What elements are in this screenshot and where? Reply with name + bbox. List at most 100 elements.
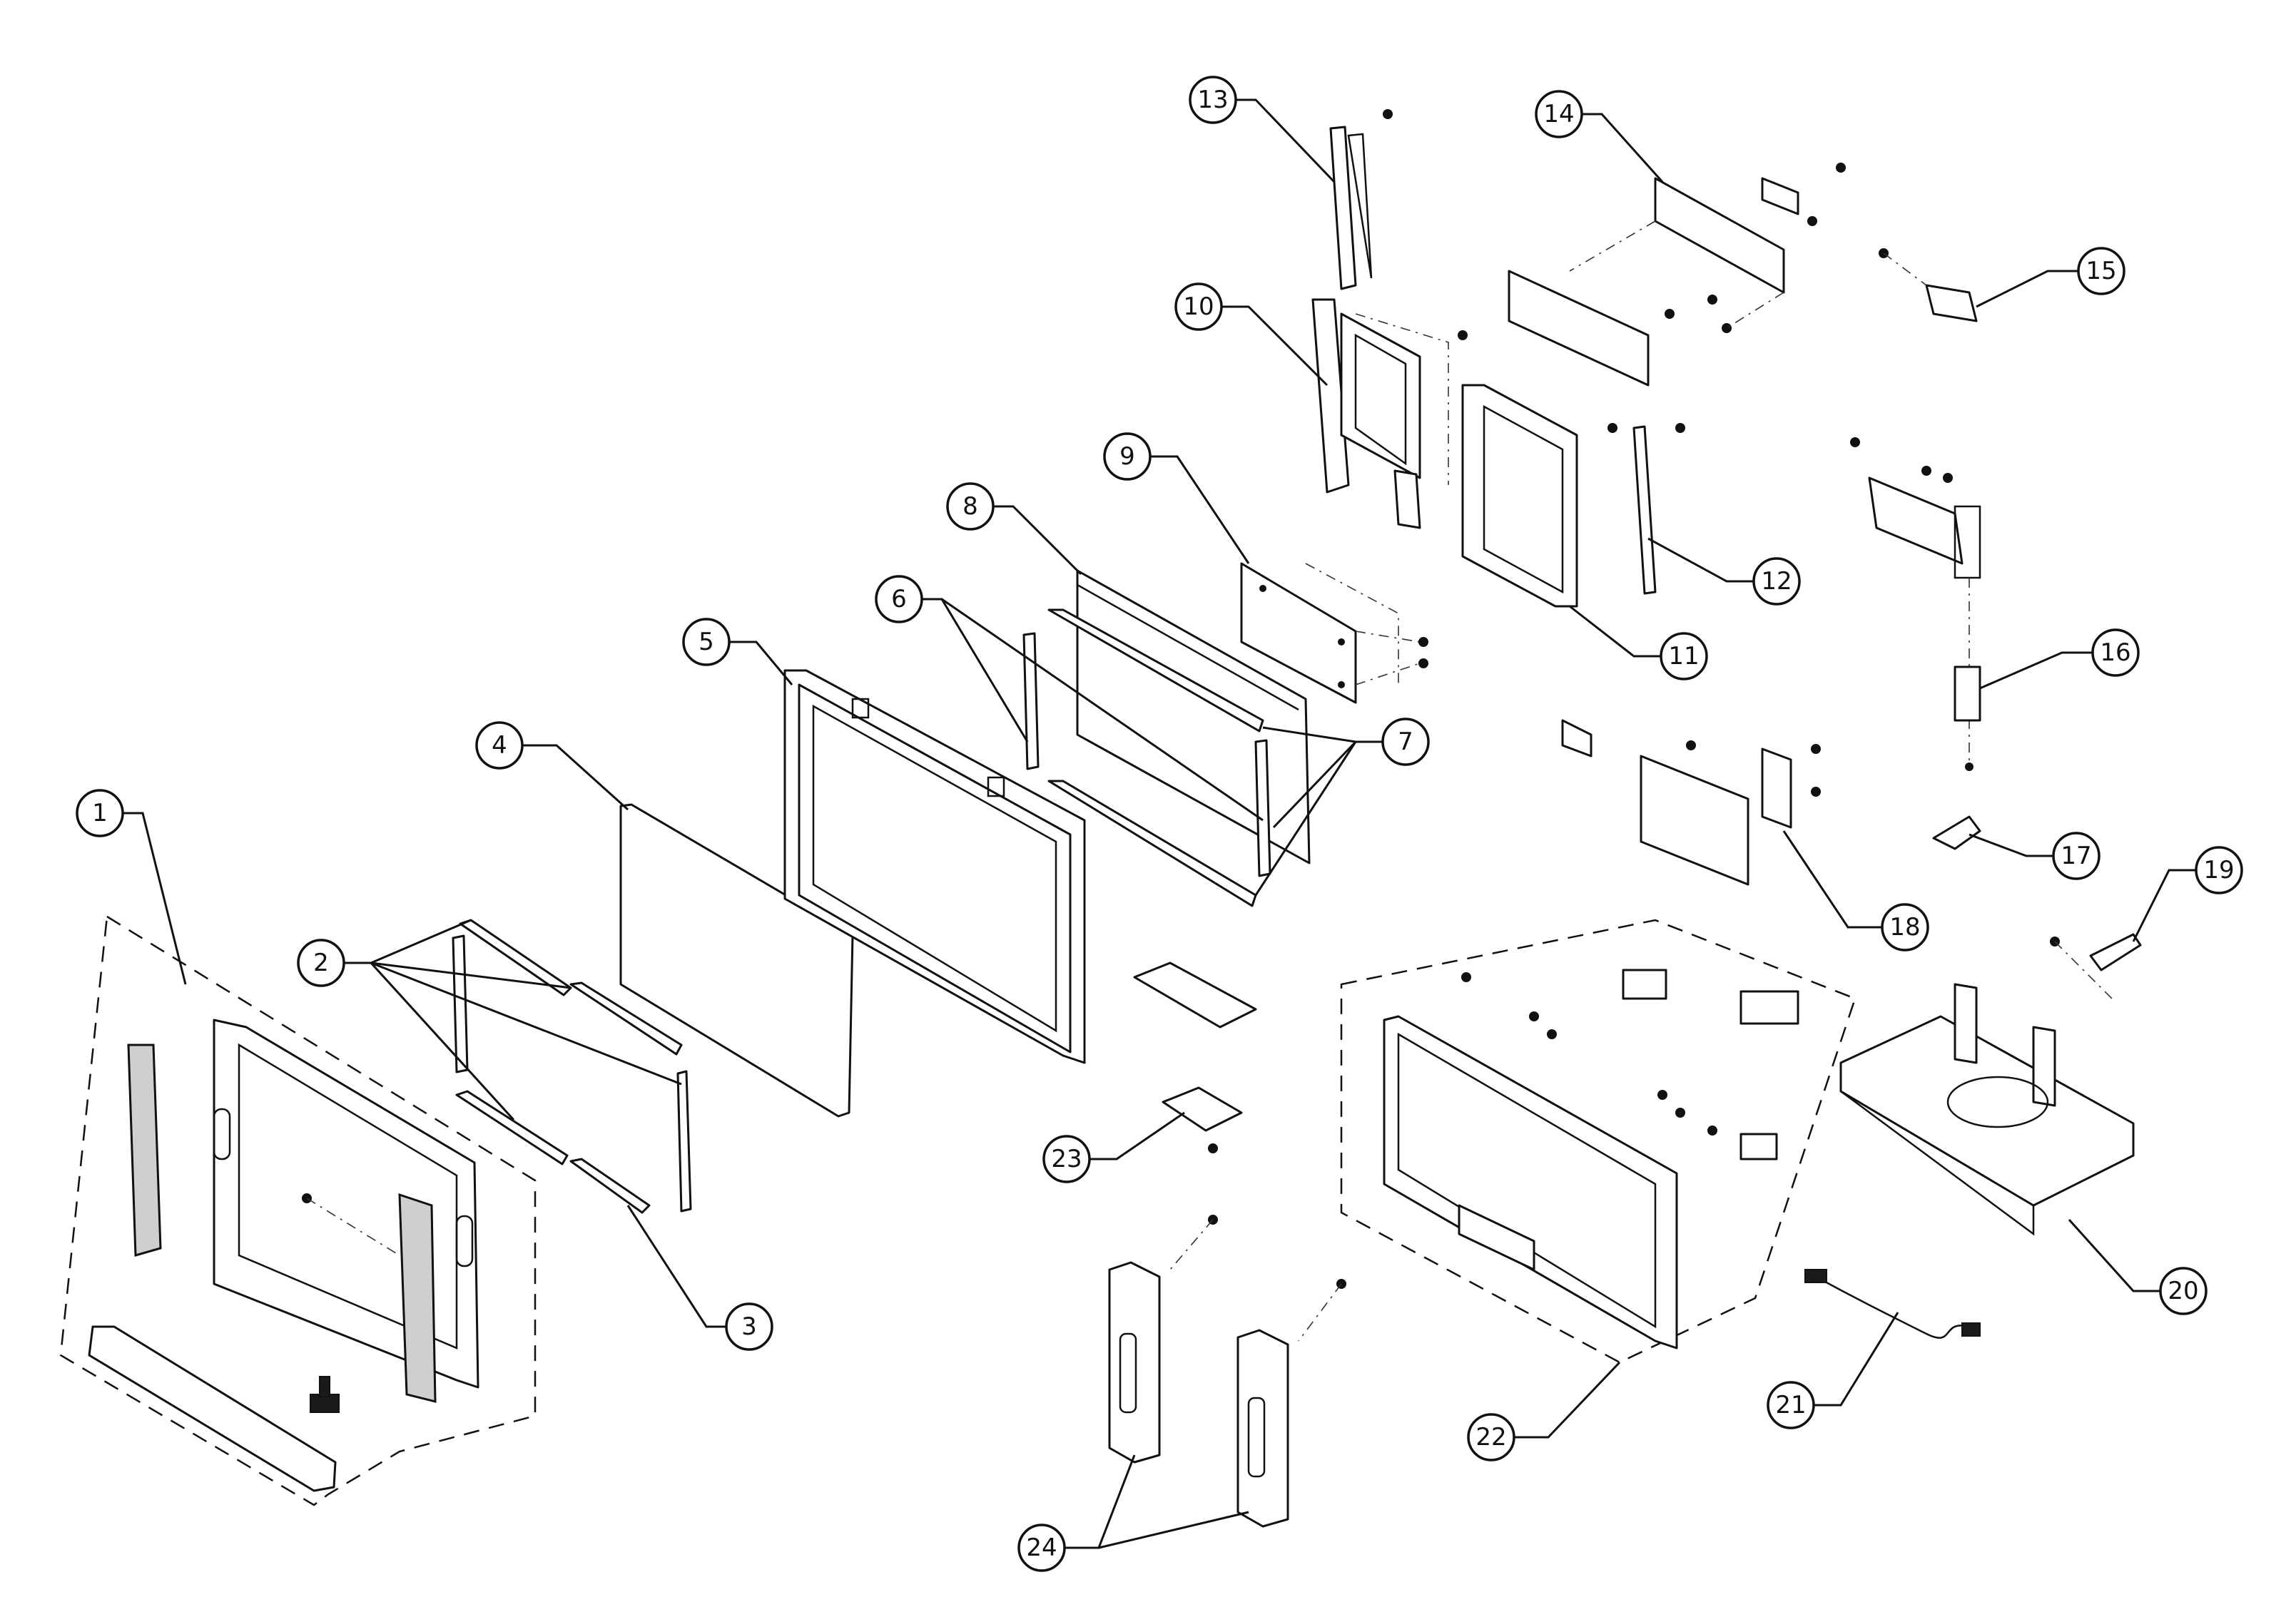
- callout-label: 9: [1119, 442, 1135, 471]
- leader-4: [521, 744, 629, 811]
- right-speaker-grille: [398, 1193, 437, 1403]
- rear-cabinet-22: [1340, 919, 1856, 1364]
- callout-21: 21: [1767, 1381, 1815, 1429]
- stand-assembly: [1839, 933, 2142, 1236]
- bracket-strip-13: [1329, 109, 1393, 290]
- stand-pillar-left: [1954, 983, 1978, 1064]
- leader-15: [1976, 270, 2080, 308]
- callout-label: 10: [1183, 292, 1214, 321]
- pcb-board-9: [1240, 562, 1428, 704]
- callout-24: 24: [1017, 1524, 1066, 1572]
- strip-middle: [455, 1090, 569, 1165]
- leader-7b: [1272, 740, 1357, 829]
- leader-23: [1088, 1111, 1185, 1160]
- side-bracket-16: [1850, 437, 1981, 850]
- leader-16: [1979, 651, 2094, 690]
- bezel-handle-left: [213, 1108, 231, 1160]
- bezel-handle-right: [455, 1215, 474, 1267]
- callout-label: 4: [492, 731, 507, 760]
- leader-1: [121, 812, 187, 985]
- callout-18: 18: [1881, 903, 1929, 951]
- leader-2b: [370, 961, 572, 989]
- callout-label: 5: [699, 628, 714, 656]
- callout-8: 8: [946, 482, 995, 531]
- callout-19: 19: [2195, 846, 2243, 894]
- label: [1739, 990, 1799, 1025]
- gasket-right: [1254, 739, 1271, 877]
- mounting-brackets-23: [1133, 961, 1257, 1153]
- callout-15: 15: [2077, 247, 2125, 295]
- callout-label: 12: [1761, 567, 1792, 596]
- bracket-frame-10: [1311, 298, 1468, 529]
- callout-label: 22: [1475, 1423, 1506, 1452]
- leader-3: [626, 1205, 728, 1328]
- callout-label: 3: [741, 1312, 757, 1341]
- callout-label: 6: [891, 585, 907, 613]
- front-bezel-frame: [213, 1019, 479, 1389]
- left-speaker-grille: [127, 1044, 162, 1257]
- leader-6b: [941, 598, 1264, 822]
- callout-label: 18: [1889, 913, 1920, 942]
- callout-17: 17: [2052, 832, 2101, 880]
- callout-3: 3: [725, 1302, 773, 1351]
- leader-13: [1234, 98, 1336, 183]
- front-cabinet-frame: [783, 669, 1086, 1064]
- stand-foot-17: [1932, 815, 1981, 850]
- callout-label: 19: [2203, 856, 2234, 884]
- leader-17: [1969, 833, 2055, 857]
- assembly-guide: [306, 1198, 400, 1256]
- leader-2c: [370, 961, 515, 1121]
- stand-pillar-right: [2032, 1026, 2056, 1107]
- leader-lines: [121, 98, 2198, 1549]
- strip-top: [459, 919, 572, 996]
- leader-11: [1569, 605, 1662, 658]
- leader-21: [1812, 1312, 1899, 1407]
- callout-label: 2: [313, 949, 329, 977]
- callout-label: 21: [1775, 1391, 1806, 1419]
- connector-15: [1879, 248, 1978, 322]
- leader-24b: [1098, 1511, 1249, 1549]
- callout-20: 20: [2159, 1267, 2208, 1315]
- callout-label: 8: [962, 492, 978, 521]
- power-cord-21: [1804, 1269, 1981, 1339]
- strip-right: [676, 1070, 692, 1213]
- callout-label: 7: [1398, 728, 1413, 756]
- stand-clip-19: [2089, 933, 2142, 971]
- pcb-board-14: [1508, 163, 1846, 387]
- callout-4: 4: [475, 721, 524, 770]
- bottom-trim-bar: [88, 1325, 337, 1492]
- callout-13: 13: [1189, 76, 1237, 124]
- leader-19: [2132, 869, 2198, 942]
- callout-label: 11: [1668, 642, 1699, 670]
- side-speakers-24: [1108, 1215, 1346, 1528]
- leader-2a: [342, 919, 472, 964]
- callout-label: 20: [2168, 1277, 2198, 1305]
- callout-14: 14: [1535, 90, 1583, 138]
- group-22-boundary: [1340, 919, 1856, 1364]
- callout-label: 16: [2100, 638, 2130, 667]
- callout-2: 2: [297, 939, 345, 987]
- callout-bubbles: 1 2 3 4 5 6 7 8 9 10 11 12 13 14 15 16 1…: [76, 76, 2243, 1572]
- callout-5: 5: [682, 618, 731, 666]
- group-1-boundary: [59, 914, 537, 1506]
- callout-1: 1: [76, 789, 124, 837]
- leader-20: [2068, 1218, 2162, 1292]
- front-bezel-opening: [238, 1043, 458, 1350]
- label: [1622, 969, 1667, 1000]
- callout-22: 22: [1467, 1413, 1515, 1461]
- leader-2d: [370, 961, 682, 1086]
- callout-16: 16: [2091, 628, 2140, 677]
- clip: [987, 776, 1005, 797]
- callout-label: 23: [1051, 1145, 1082, 1173]
- callout-label: 1: [92, 799, 108, 827]
- callout-7: 7: [1381, 718, 1430, 766]
- label: [1739, 1133, 1778, 1160]
- leader-18: [1782, 830, 1884, 929]
- bracket-frame-11: [1461, 384, 1685, 608]
- front-glass-panel: [619, 803, 854, 1118]
- strip-top-right: [569, 981, 683, 1056]
- callout-12: 12: [1752, 557, 1801, 606]
- leader-24a: [1063, 1454, 1136, 1549]
- pdp-panel-assembly: [1022, 569, 1311, 907]
